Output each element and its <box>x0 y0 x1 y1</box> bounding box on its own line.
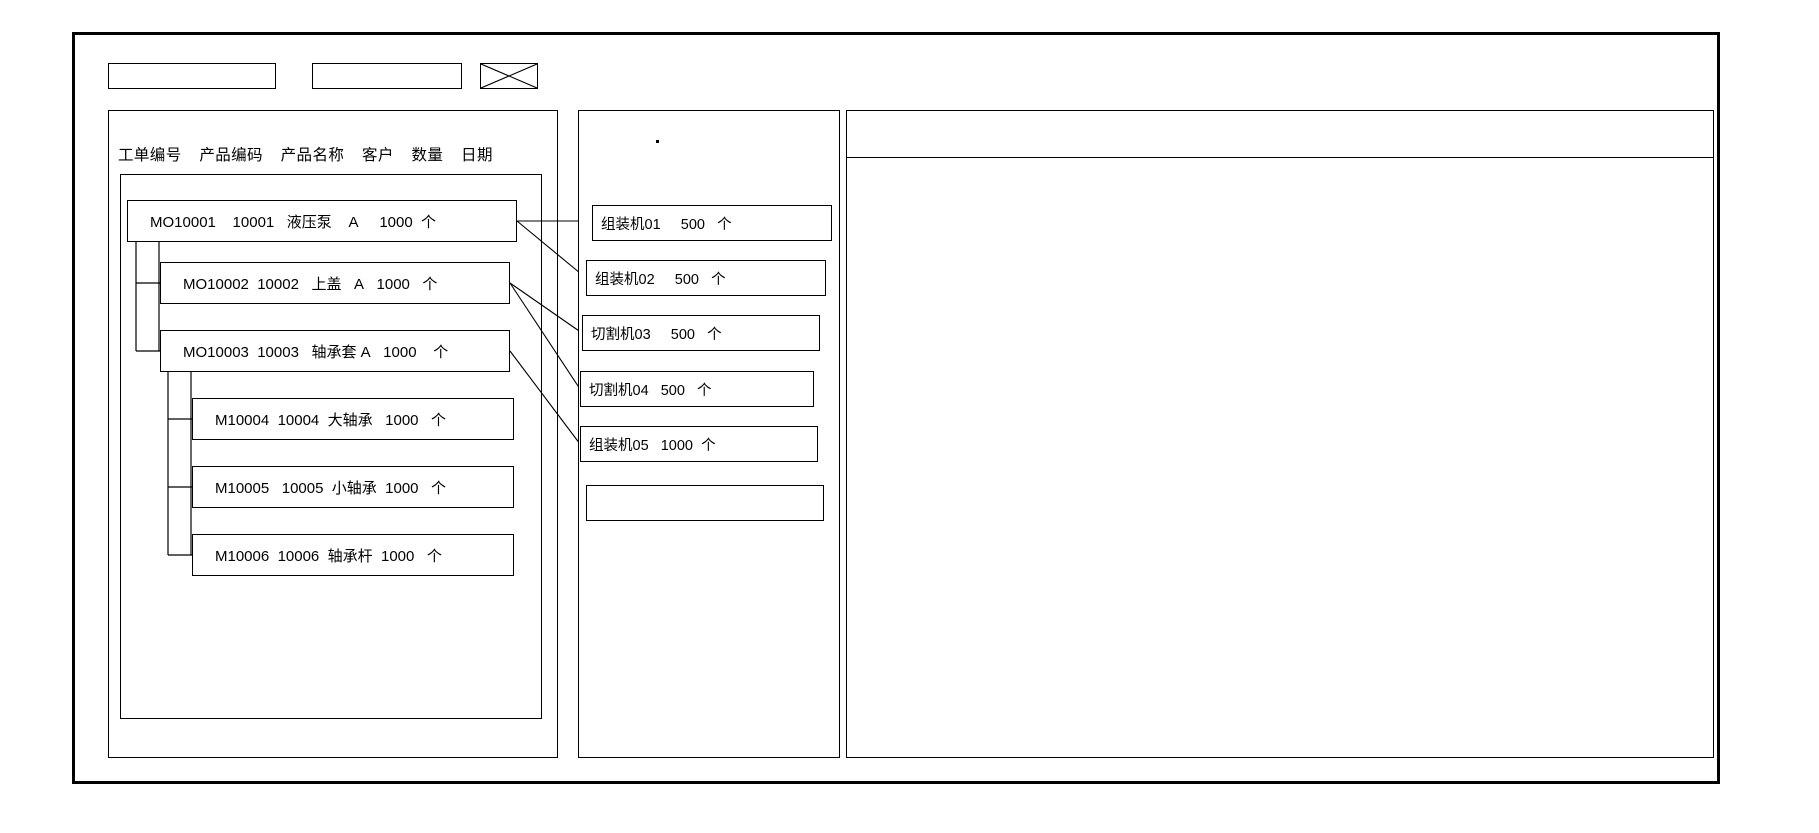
work-order-row[interactable]: M10004 10004 大轴承 1000 个 <box>192 398 514 440</box>
machine-row[interactable]: 组装机01 500 个 <box>592 205 832 241</box>
cell-product-name: 大轴承 <box>327 411 373 429</box>
cell-order-no: M10004 <box>215 411 270 429</box>
machine-qty: 500 <box>660 382 685 399</box>
machine-name: 组装机05 <box>589 437 649 454</box>
machine-qty: 1000 <box>660 437 693 454</box>
machine-name: 切割机04 <box>589 382 649 399</box>
cell-order-no: MO10003 <box>183 343 249 361</box>
column-header-order-no: 工单编号 <box>118 147 182 164</box>
cell-product-code: 10005 <box>281 479 324 497</box>
machine-qty: 500 <box>670 326 695 343</box>
cell-unit: 个 <box>426 547 442 565</box>
cell-customer: A <box>353 275 364 293</box>
work-order-row[interactable]: MO10001 10001 液压泵 A 1000 个 <box>127 200 517 242</box>
work-order-column-headers: 工单编号 产品编码 产品名称 客户 数量 日期 <box>118 143 548 167</box>
cell-customer: A <box>348 213 359 231</box>
column-header-product-name: 产品名称 <box>280 147 345 164</box>
machine-row[interactable]: 切割机03 500 个 <box>582 315 820 351</box>
machine-panel-marker-dot <box>656 140 659 143</box>
machine-row[interactable]: 组装机02 500 个 <box>586 260 826 296</box>
cell-product-name: 小轴承 <box>331 479 377 497</box>
cell-product-code: 10002 <box>257 275 299 293</box>
cell-order-no: MO10001 <box>150 213 216 231</box>
machine-row-empty[interactable] <box>586 485 824 521</box>
cell-order-no: MO10002 <box>183 275 249 293</box>
work-order-row[interactable]: MO10003 10003 轴承套 A 1000 个 <box>160 330 510 372</box>
cell-order-no: M10005 <box>215 479 270 497</box>
cell-qty: 1000 <box>379 213 413 231</box>
machine-name: 组装机01 <box>601 216 661 233</box>
machine-qty: 500 <box>674 271 699 288</box>
machine-unit: 个 <box>707 326 722 343</box>
machine-name: 组装机02 <box>595 271 655 288</box>
work-order-row[interactable]: M10006 10006 轴承杆 1000 个 <box>192 534 514 576</box>
cell-qty: 1000 <box>383 343 417 361</box>
cell-product-name: 轴承套 <box>311 343 357 361</box>
column-header-customer: 客户 <box>361 147 394 164</box>
machine-name: 切割机03 <box>591 326 651 343</box>
toolbar-box-1[interactable] <box>108 63 276 89</box>
cell-product-name: 液压泵 <box>286 213 332 231</box>
cell-customer: A <box>360 343 371 361</box>
cell-product-name: 上盖 <box>311 275 342 293</box>
machine-unit: 个 <box>701 437 716 454</box>
cell-order-no: M10006 <box>215 547 270 565</box>
cell-unit: 个 <box>431 479 447 497</box>
toolbar-close-placeholder-icon[interactable] <box>480 63 538 89</box>
cell-unit: 个 <box>431 411 447 429</box>
machine-unit: 个 <box>717 216 732 233</box>
detail-panel <box>846 110 1714 758</box>
detail-panel-header-divider <box>847 157 1713 158</box>
cell-product-name: 轴承杆 <box>327 547 373 565</box>
toolbar-box-2[interactable] <box>312 63 462 89</box>
column-header-date: 日期 <box>461 147 493 164</box>
machine-row[interactable]: 切割机04 500 个 <box>580 371 814 407</box>
cell-qty: 1000 <box>385 479 419 497</box>
cell-unit: 个 <box>421 213 437 231</box>
cell-qty: 1000 <box>385 411 419 429</box>
column-header-qty: 数量 <box>411 147 444 164</box>
cell-product-code: 10004 <box>277 411 320 429</box>
machine-qty: 500 <box>680 216 705 233</box>
work-order-row[interactable]: M10005 10005 小轴承 1000 个 <box>192 466 514 508</box>
cell-product-code: 10006 <box>277 547 320 565</box>
work-order-row[interactable]: MO10002 10002 上盖 A 1000 个 <box>160 262 510 304</box>
cell-product-code: 10003 <box>257 343 299 361</box>
cell-unit: 个 <box>433 343 449 361</box>
cell-unit: 个 <box>422 275 438 293</box>
work-order-grid <box>120 174 542 719</box>
cell-qty: 1000 <box>380 547 415 565</box>
cell-product-code: 10001 <box>232 213 275 231</box>
machine-row[interactable]: 组装机05 1000 个 <box>580 426 818 462</box>
machine-unit: 个 <box>711 271 726 288</box>
column-header-product-code: 产品编码 <box>199 147 263 164</box>
machine-unit: 个 <box>697 382 712 399</box>
cell-qty: 1000 <box>376 275 410 293</box>
